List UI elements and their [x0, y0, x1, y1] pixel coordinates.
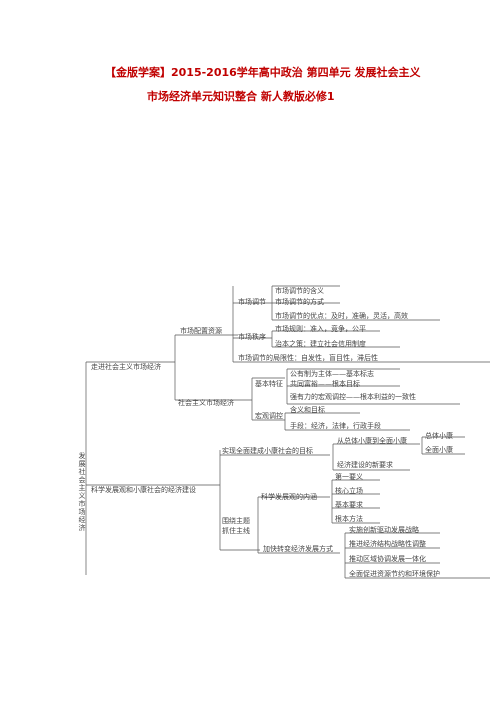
- leaf-regulation-meaning: 市场调节的含义: [275, 287, 324, 295]
- node-market-order: 市场秩序: [238, 333, 266, 341]
- node-scientific-development: 科学发展观和小康社会的经济建设: [91, 486, 196, 494]
- leaf-public-ownership: 公有制为主体——基本标志: [290, 370, 374, 378]
- node-socialist-market-economy: 社会主义市场经济: [178, 399, 234, 407]
- node-market-economy-intro: 走进社会主义市场经济: [91, 363, 161, 371]
- document-title-line-1: 【金版学案】2015-2016学年高中政治 第四单元 发展社会主义: [105, 66, 421, 79]
- leaf-regulation-advantages: 市场调节的优点：及时，准确，灵活，高效: [275, 312, 408, 320]
- node-basic-features: 基本特征: [255, 380, 283, 388]
- node-xiaokang-goal: 实现全面建成小康社会的目标: [222, 447, 313, 455]
- leaf-regulation-limits: 市场调节的局限性：自发性，盲目性，滞后性: [238, 354, 378, 362]
- leaf-basic-requirement: 基本要求: [335, 501, 363, 509]
- node-development-connotation: 科学发展观的内涵: [261, 493, 317, 501]
- leaf-credit-system: 治本之策：建立社会信用制度: [275, 340, 366, 348]
- leaf-new-requirements: 经济建设的新要求: [337, 461, 393, 469]
- leaf-regulation-method: 市场调节的方式: [275, 298, 324, 306]
- document-title-line-2: 市场经济单元知识整合 新人教版必修1: [147, 90, 335, 103]
- leaf-comprehensive-xiaokang: 全面小康: [425, 446, 453, 454]
- leaf-market-rules: 市场规则：准入，竞争，公平: [275, 325, 366, 333]
- leaf-core-position: 核心立场: [335, 487, 363, 495]
- leaf-structure-adjustment: 推进经济结构战略性调整: [349, 540, 426, 548]
- leaf-overall-xiaokang: 总体小康: [425, 432, 453, 440]
- leaf-fundamental-method: 根本方法: [335, 515, 363, 523]
- node-market-allocation: 市场配置资源: [180, 327, 222, 335]
- node-overall-to-comprehensive: 从总体小康到全面小康: [337, 437, 407, 445]
- leaf-first-essence: 第一要义: [335, 473, 363, 481]
- leaf-resource-environment: 全面促进资源节约和环境保护: [349, 570, 440, 578]
- mindmap-root: 发展社会主义市场经济: [78, 452, 86, 532]
- leaf-common-prosperity: 共同富裕——根本目标: [290, 380, 360, 388]
- leaf-regional-coordination: 推动区域协调发展一体化: [349, 555, 426, 563]
- node-transform-growth-mode: 加快转变经济发展方式: [263, 545, 333, 553]
- node-theme-mainline: 围绕主题抓住主线: [222, 517, 250, 535]
- leaf-macro-control-strong: 强有力的宏观调控——根本利益的一致性: [290, 393, 416, 401]
- leaf-innovation-strategy: 实施创新驱动发展战略: [349, 526, 419, 534]
- node-macro-control: 宏观调控: [255, 412, 283, 420]
- leaf-control-means: 手段：经济，法律，行政手段: [290, 422, 381, 430]
- node-market-regulation: 市场调节: [238, 298, 266, 306]
- leaf-meaning-and-goals: 含义和目标: [290, 406, 325, 414]
